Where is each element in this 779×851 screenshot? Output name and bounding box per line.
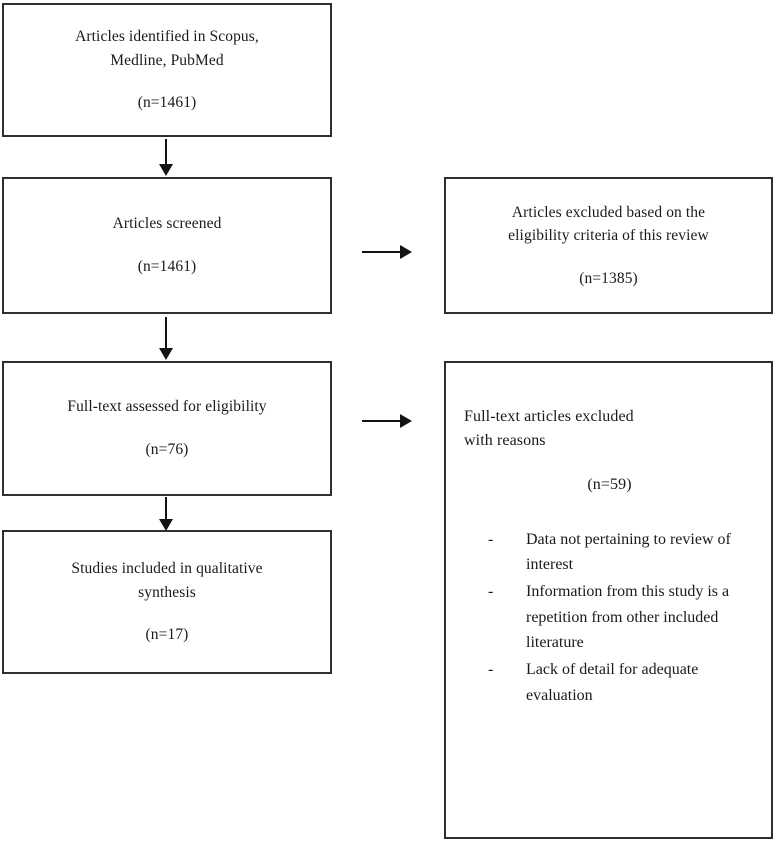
arrow-shaft: [362, 420, 401, 422]
box-articles-identified: Articles identified in Scopus, Medline, …: [2, 3, 332, 137]
arrow-head-right-icon: [400, 245, 412, 259]
box-studies-included: Studies included in qualitative synthesi…: [2, 530, 332, 674]
box-fulltext-excluded-reasons-line2: with reasons: [464, 432, 546, 450]
arrow-fulltext-to-excluded-reasons: [362, 414, 412, 428]
exclusion-reason-list: - Data not pertaining to review of inter…: [464, 527, 755, 708]
box-articles-screened-count: (n=1461): [137, 258, 197, 275]
box-articles-identified-count: (n=1461): [137, 94, 197, 112]
box-fulltext-excluded-reasons: Full-text articles excluded with reasons…: [444, 361, 773, 839]
list-item-text: Lack of detail for adequate evaluation: [526, 661, 699, 704]
box-fulltext-assessed-line1: Full-text assessed for eligibility: [67, 398, 267, 416]
box-fulltext-assessed-count: (n=76): [145, 441, 189, 458]
box-fulltext-excluded-reasons-line1: Full-text articles excluded: [464, 408, 634, 425]
list-item: - Information from this study is a repet…: [464, 579, 755, 655]
arrow-shaft: [362, 251, 401, 253]
list-item: - Lack of detail for adequate evaluation: [464, 657, 755, 708]
arrow-head-down-icon: [159, 164, 173, 176]
bullet-marker: -: [488, 661, 494, 679]
box-studies-included-line1: Studies included in qualitative: [71, 560, 263, 578]
arrow-shaft: [165, 497, 167, 520]
arrow-head-down-icon: [159, 519, 173, 531]
box-articles-screened: Articles screened (n=1461): [2, 177, 332, 314]
bullet-marker: -: [488, 583, 494, 601]
arrow-fulltext-to-included: [159, 497, 173, 531]
arrow-identified-to-screened: [159, 139, 173, 176]
box-articles-identified-content: Articles identified in Scopus, Medline, …: [4, 25, 330, 115]
arrow-screened-to-excluded: [362, 245, 412, 259]
list-item: - Data not pertaining to review of inter…: [464, 527, 755, 578]
box-fulltext-assessed-content: Full-text assessed for eligibility (n=76…: [4, 395, 330, 461]
box-fulltext-excluded-reasons-content: Full-text articles excluded with reasons…: [446, 363, 771, 710]
list-item-text: Data not pertaining to review of interes…: [526, 530, 731, 574]
box-articles-excluded-eligibility-count: (n=1385): [579, 269, 638, 287]
box-articles-identified-line1: Articles identified in Scopus,: [75, 28, 259, 46]
box-articles-identified-line2: Medline, PubMed: [110, 51, 224, 69]
arrow-screened-to-fulltext: [159, 317, 173, 360]
box-fulltext-assessed: Full-text assessed for eligibility (n=76…: [2, 361, 332, 496]
arrow-head-down-icon: [159, 348, 173, 360]
box-articles-screened-line1: Articles screened: [112, 215, 222, 233]
box-fulltext-excluded-reasons-count: (n=59): [587, 475, 632, 493]
box-studies-included-content: Studies included in qualitative synthesi…: [4, 557, 330, 647]
box-articles-excluded-eligibility-line1: Articles excluded based on the: [511, 203, 706, 221]
arrow-head-right-icon: [400, 414, 412, 428]
arrow-shaft: [165, 317, 167, 349]
box-studies-included-count: (n=17): [145, 626, 189, 644]
box-articles-excluded-eligibility-content: Articles excluded based on the eligibili…: [446, 201, 771, 291]
bullet-marker: -: [488, 530, 494, 548]
arrow-shaft: [165, 139, 167, 165]
box-articles-screened-content: Articles screened (n=1461): [4, 212, 330, 278]
box-studies-included-line2: synthesis: [138, 583, 196, 601]
list-item-text: Information from this study is a repetit…: [526, 583, 730, 651]
box-articles-excluded-eligibility: Articles excluded based on the eligibili…: [444, 177, 773, 314]
box-articles-excluded-eligibility-line2: eligibility criteria of this review: [508, 227, 709, 245]
